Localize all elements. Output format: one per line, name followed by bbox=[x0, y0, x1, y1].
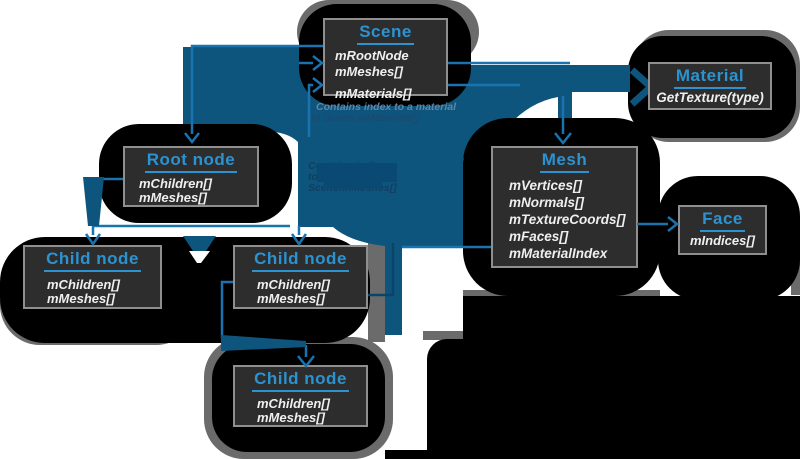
material-member-gettexture: GetTexture(type) bbox=[656, 89, 764, 105]
root-member-mchildren: mChildren[] bbox=[139, 175, 212, 191]
face-box: Face mIndices[] bbox=[678, 205, 767, 255]
root-node-box: Root node mChildren[] mMeshes[] bbox=[123, 146, 259, 207]
mesh-member-mtexturecoords: mTextureCoords[] bbox=[509, 211, 626, 227]
mesh-member-mmaterialindex: mMaterialIndex bbox=[509, 245, 608, 261]
scene-box: Scene mRootNode mMeshes[] mMaterials[] bbox=[323, 18, 448, 101]
mesh-member-mvertices: mVertices[] bbox=[509, 177, 583, 193]
material-note: Contains index to a material in Scene.mM… bbox=[311, 102, 456, 124]
child-node-2-box: Child node mChildren[] mMeshes[] bbox=[233, 245, 368, 309]
child-node-3-box: Child node mChildren[] mMeshes[] bbox=[233, 365, 368, 427]
face-member-mindices: mIndices[] bbox=[689, 232, 755, 248]
child2-member-mmeshes: mMeshes[] bbox=[257, 290, 325, 306]
scene-title: Scene bbox=[325, 22, 446, 45]
scene-member-mmeshes: mMeshes[] bbox=[335, 63, 403, 79]
bottom-corner-black bbox=[427, 339, 487, 459]
child-node-3-title: Child node bbox=[235, 369, 366, 392]
child1-member-mchildren: mChildren[] bbox=[47, 276, 120, 292]
material-box: Material GetTexture(type) bbox=[648, 62, 772, 110]
child2-member-mchildren: mChildren[] bbox=[257, 276, 330, 292]
face-title: Face bbox=[680, 209, 765, 232]
mesh-title: Mesh bbox=[493, 150, 636, 173]
child3-member-mmeshes: mMeshes[] bbox=[257, 409, 325, 425]
bottom-right-black bbox=[463, 296, 800, 459]
child2-shadow-gray bbox=[368, 237, 385, 342]
root-node-title: Root node bbox=[125, 150, 257, 173]
child-node-1-box: Child node mChildren[] mMeshes[] bbox=[23, 245, 162, 309]
scene-member-mrootnode: mRootNode bbox=[335, 47, 409, 63]
mesh-member-mnormals: mNormals[] bbox=[509, 194, 585, 210]
scene-member-mmaterials: mMaterials[] bbox=[335, 85, 412, 101]
material-title: Material bbox=[650, 66, 770, 89]
material-note-line2: in Scene.mMaterials[] bbox=[311, 112, 419, 124]
bottom-corner-gray bbox=[423, 331, 466, 340]
child-node-2-title: Child node bbox=[235, 249, 366, 272]
mesh-member-mfaces: mFaces[] bbox=[509, 228, 569, 244]
child3-member-mchildren: mChildren[] bbox=[257, 395, 330, 411]
bottom-strip-black bbox=[385, 450, 485, 459]
mesh-box: Mesh mVertices[] mNormals[] mTextureCoor… bbox=[491, 146, 638, 268]
child1-member-mmeshes: mMeshes[] bbox=[47, 290, 115, 306]
root-member-mmeshes: mMeshes[] bbox=[139, 190, 207, 206]
child-node-1-title: Child node bbox=[25, 249, 160, 272]
mesh-note-overlay-2 bbox=[324, 180, 382, 189]
